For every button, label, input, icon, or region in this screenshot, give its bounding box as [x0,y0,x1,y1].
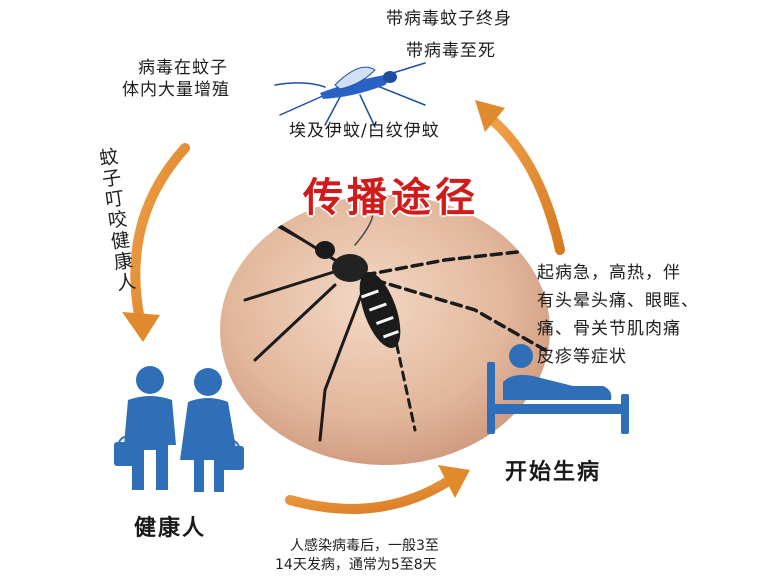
symptoms-line3: 痛、骨关节肌肉痛 [537,319,681,339]
arrow-left [130,143,190,325]
arrow-bottom [285,475,455,514]
symptoms-line2: 有头晕头痛、眼眶、 [537,291,699,311]
sick-label: 开始生病 [505,460,602,485]
symptoms-line1: 起病急，高热，伴 [537,263,681,283]
mosquito-species-label: 埃及伊蚊/白纹伊蚊 [289,121,440,141]
mosquito-photo [220,195,550,465]
arrow-right-head [475,100,505,132]
top-right-line1: 带病毒蚊子终身 [386,9,512,29]
healthy-label: 健康人 [134,516,207,541]
bottom-note-line1: 人感染病毒后，一般3至 [290,538,439,554]
top-left-line1: 病毒在蚊子 [138,58,228,78]
page-title: 传播途径 [303,175,479,221]
arrow-left-head [122,312,160,342]
bottom-note-line2: 14天发病，通常为5至8天 [275,557,437,573]
symptoms-line4: 皮疹等症状 [537,347,627,367]
arrow-bottom-head [438,465,470,498]
healthy-people-icon [114,366,244,492]
top-right-line2: 带病毒至死 [406,41,496,61]
sick-person-icon [487,344,629,434]
arrow-right [485,113,565,255]
top-left-line2: 体内大量增殖 [122,80,230,100]
blue-mosquito-icon [274,62,426,128]
